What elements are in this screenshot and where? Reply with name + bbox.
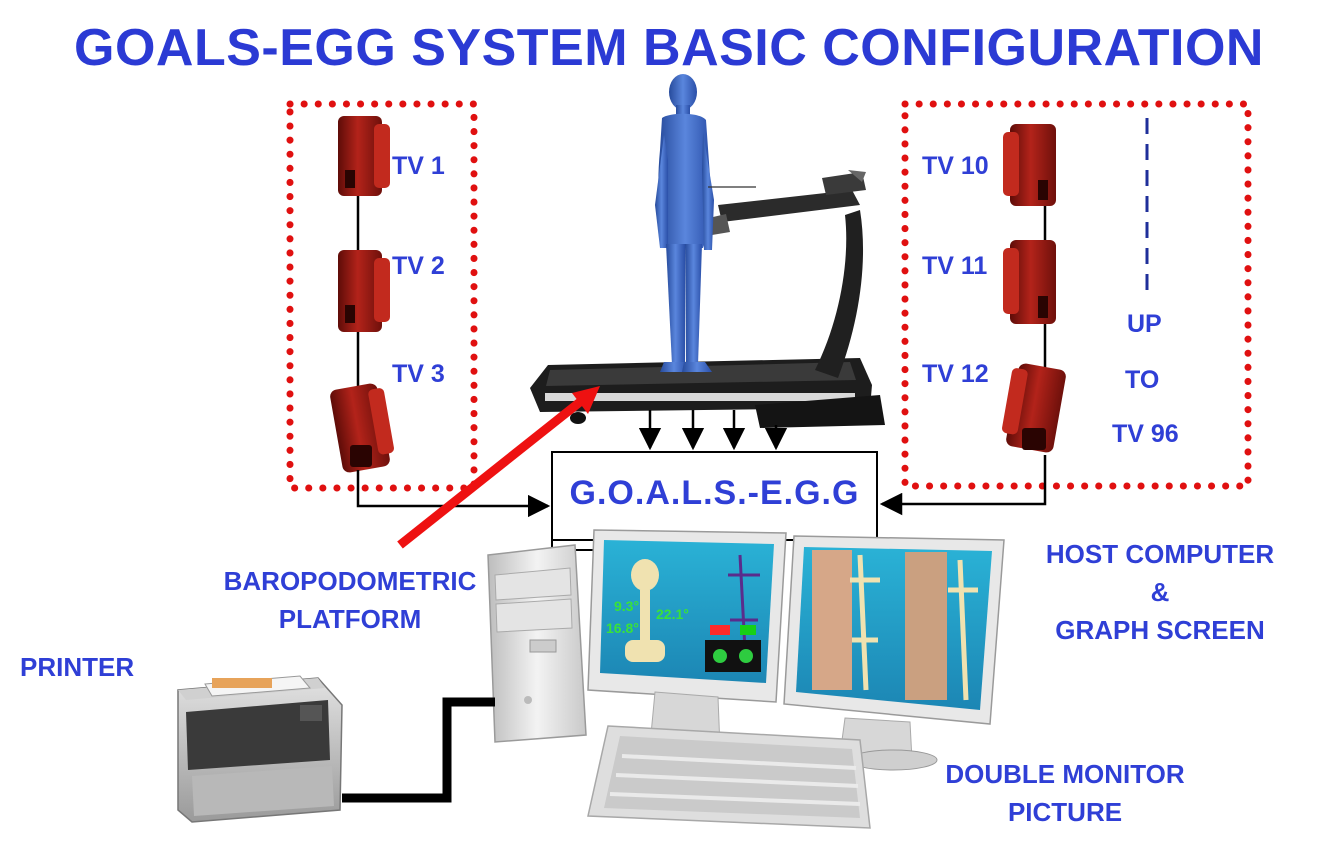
printer-icon: [177, 675, 343, 823]
left-camera-frame: [286, 100, 478, 492]
host-computer-label: HOST COMPUTER & GRAPH SCREEN: [1020, 535, 1300, 649]
camera-label-tv12: TV 12: [922, 360, 989, 388]
camera-tv3-icon: [330, 383, 394, 473]
computer-tower-icon: [487, 544, 587, 743]
printer-cable: [342, 697, 495, 803]
extension-label-up: UP: [1127, 310, 1162, 338]
monitor-readout-3: 16.8°: [606, 620, 639, 636]
monitor-readout-2: 22.1°: [656, 606, 689, 622]
page-title: GOALS-EGG SYSTEM BASIC CONFIGURATION: [74, 19, 1264, 77]
monitor-left-icon: [587, 529, 787, 761]
keyboard-icon: [587, 725, 871, 829]
extension-label-tv96: TV 96: [1112, 420, 1179, 448]
right-camera-frame: [901, 100, 1252, 490]
camera-label-tv1: TV 1: [392, 152, 445, 180]
platform-signal-arrows: [638, 410, 788, 451]
printer-label: PRINTER: [20, 652, 135, 682]
baropodometric-line1: BAROPODOMETRIC: [223, 566, 477, 596]
camera-tv12-icon: [1002, 363, 1066, 453]
camera-tv2-icon: [338, 250, 390, 332]
camera-tv1-icon: [338, 116, 390, 196]
host-line3: GRAPH SCREEN: [1055, 615, 1265, 645]
right-cameras-cable: [879, 455, 1047, 516]
baropodometric-line2: PLATFORM: [278, 604, 422, 634]
camera-label-tv2: TV 2: [392, 252, 445, 280]
platform-pointer-arrow: [397, 394, 588, 549]
camera-label-tv11: TV 11: [922, 252, 988, 280]
camera-label-tv3: TV 3: [392, 360, 445, 388]
left-cameras-cable: [356, 470, 551, 518]
extension-label-to: TO: [1125, 366, 1160, 394]
camera-tv10-icon: [1003, 124, 1056, 206]
platform-pointer-head: [572, 386, 600, 414]
camera-tv11-icon: [1003, 240, 1056, 324]
baropodometric-label: BAROPODOMETRIC PLATFORM: [180, 562, 520, 638]
monitor-readout-1: 9.3°: [614, 598, 640, 614]
camera-label-tv10: TV 10: [922, 152, 989, 180]
human-figure-icon: [655, 74, 714, 372]
host-line2: &: [1150, 577, 1170, 607]
monitor-line1: DOUBLE MONITOR: [945, 759, 1185, 789]
monitor-line2: PICTURE: [1007, 797, 1123, 827]
host-line1: HOST COMPUTER: [1045, 539, 1275, 569]
monitor-right-icon: [783, 535, 1005, 771]
double-monitor-label: DOUBLE MONITOR PICTURE: [915, 755, 1215, 831]
goals-egg-label: G.O.A.L.S.-E.G.G: [569, 474, 860, 512]
